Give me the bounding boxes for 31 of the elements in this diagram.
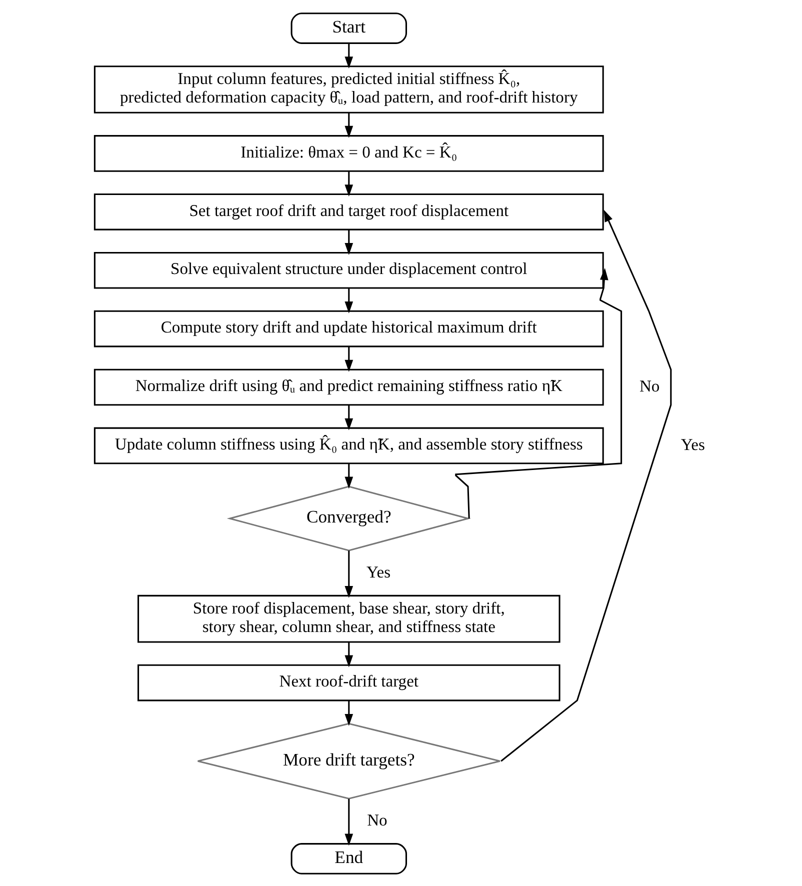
node-box: Solve equivalent structure under displacement control [94, 251, 604, 288]
node-box: Initialize: θmax = 0 and Kc = K̂₀ [94, 134, 604, 172]
edge-label: Yes [366, 562, 391, 581]
arrow [344, 404, 354, 430]
node-box: Normalize drift using θ̂ᵤ and predict remaining stiffness ratio η̃K [94, 368, 604, 406]
arrow [344, 346, 354, 372]
node-box: Set target roof drift and target roof displacement [94, 193, 604, 230]
arrow [344, 700, 354, 726]
edge-label: Yes [680, 434, 705, 454]
node-box: Update column stiffness using K̂₀ and η̃K, and assemble story stiffness [94, 426, 604, 464]
arrow [500, 209, 672, 762]
arrow [344, 550, 354, 598]
node-diamond: More drift targets? [197, 722, 501, 799]
arrow [344, 229, 354, 254]
arrow [344, 112, 354, 138]
arrow [344, 463, 354, 488]
node-box: Compute story drift and update historical maximum drift [94, 310, 604, 347]
node-box: Input column features, predicted initial stiffness K̂₀, predicted deformation capacity θ̂ᵤ, load pattern, and roof-drift history [94, 65, 604, 113]
node-box: End [290, 842, 408, 874]
edge-label: No [639, 376, 660, 396]
arrow [344, 798, 354, 846]
arrow [344, 288, 354, 313]
arrow [344, 642, 354, 667]
arrow [455, 268, 622, 518]
node-diamond: Converged? [226, 485, 471, 551]
node-box: Store roof displacement, base shear, story drift, story shear, column shear, and stiffness state [137, 594, 560, 642]
node-box: Next roof-drift target [137, 664, 560, 701]
arrow [344, 42, 354, 68]
edge-label: No [367, 810, 388, 830]
arrow [344, 170, 354, 196]
node-box: Start [290, 12, 408, 44]
